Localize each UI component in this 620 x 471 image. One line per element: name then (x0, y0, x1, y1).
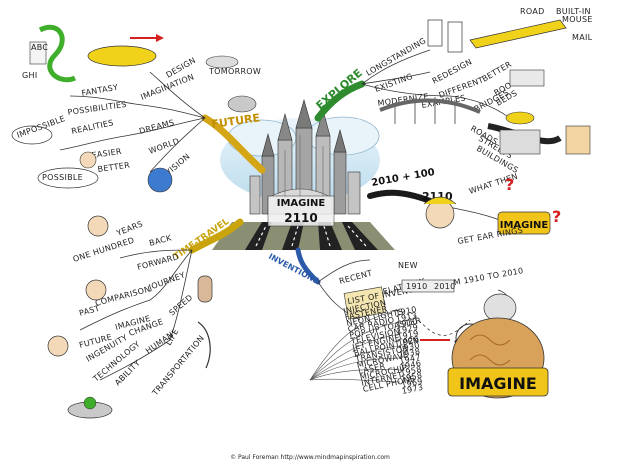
word-possibilities: POSSIBILITIES (67, 100, 127, 117)
face-drawing (79, 151, 97, 169)
invention-year: 1938 (398, 347, 421, 360)
bottom-imagine: IMAGINE (459, 374, 537, 393)
invention-year: 1910 (396, 317, 419, 330)
flying-car-drawing (87, 45, 157, 67)
invention-year: 1947 (399, 353, 422, 366)
label-mouse: MOUSE (562, 15, 593, 24)
what-then-imagine: IMAGINE (500, 220, 549, 231)
author-credit: © Paul Foreman http://www.mindmapinspira… (230, 454, 390, 461)
center-title: IMAGINE (277, 198, 326, 209)
word-fantasy: FANTASY (81, 83, 119, 98)
buildings-drawing (499, 129, 541, 155)
word-existing: EXISTING (374, 72, 414, 94)
sign-tomorrow: TOMORROW (208, 67, 261, 76)
question-mark-drawing: ? (505, 175, 514, 194)
range-end: 2010 (434, 282, 456, 291)
word-years: YEARS (114, 219, 144, 238)
invention-year: 1946 (399, 359, 422, 372)
pencil-drawing (469, 19, 567, 49)
central-city-image (212, 98, 395, 250)
label-mail: MAIL (572, 33, 593, 42)
question-mark-2-drawing: ? (552, 207, 561, 226)
what-then-caption: GET EAR RINGS (457, 226, 524, 246)
sign-abc: ABC (31, 43, 48, 52)
boy-face-drawing (85, 279, 107, 301)
invention-year: 1973 (401, 383, 424, 396)
bridge-drawing (379, 98, 481, 114)
word-better: BETTER (97, 161, 131, 174)
watch-drawing (197, 275, 213, 303)
word-possible: POSSIBLE (42, 173, 83, 182)
door-drawing (427, 19, 443, 47)
what-then-branch: 2010 + 100 2110 WHAT THEN ? ? IMAGINE GE… (371, 167, 562, 246)
word-life: LIFE (164, 327, 181, 347)
house-drawing (565, 125, 591, 155)
invention-year: 1958 (400, 365, 423, 378)
word-journey: JOURNEY (147, 270, 187, 292)
abc-board-drawing (29, 41, 47, 65)
word-forward: FORWARD (136, 252, 180, 272)
word-realities: REALITIES (71, 118, 115, 136)
invention-year: 1926 (397, 335, 420, 348)
word-speed: SPEED (168, 293, 195, 318)
branch-future-line (201, 114, 266, 174)
invention-year: 1969 (401, 377, 424, 390)
branch-time-travel-line (188, 218, 244, 254)
label-road: ROAD (520, 7, 545, 16)
imagine-sign (497, 211, 551, 235)
invention-year: 1930 (398, 341, 421, 354)
invention-year: 1910 (395, 305, 418, 318)
word-new: NEW (398, 261, 418, 270)
globe-drawing (147, 167, 173, 193)
green-snake-drawing (38, 24, 77, 83)
word-easier: EASIER (91, 147, 122, 160)
center-year: 2110 (284, 211, 317, 225)
invention-year: 1929 (396, 323, 419, 336)
tower-top-drawing (205, 55, 239, 69)
word-longstanding: LONGSTANDING (365, 36, 428, 78)
arm-drawing (197, 321, 211, 369)
date-range-box (401, 279, 455, 293)
word-dreams: DREAMS (138, 118, 175, 136)
fridge-drawing (447, 21, 463, 53)
invention-year: 1958 (400, 371, 423, 384)
word-recent: RECENT (338, 268, 373, 285)
imagine-bottom-sign (447, 367, 549, 397)
word-one-hundred: ONE HUNDRED (72, 236, 136, 264)
sign-ghi: GHI (22, 71, 37, 80)
invention-year: 1919 (397, 329, 420, 342)
child-face-drawing (47, 335, 69, 357)
range-start: 1910 (406, 282, 428, 291)
inventions-title: INVENTIONS (267, 252, 321, 286)
robot-car-drawing (227, 95, 257, 113)
word-world: WORLD (148, 137, 181, 156)
branch-explore-line (314, 80, 366, 122)
label-built-in: BUILT-IN (556, 7, 591, 16)
face-with-earrings-drawing (425, 199, 455, 229)
what-then-dates: 2010 + 100 (371, 167, 436, 189)
bed-drawing (509, 69, 545, 87)
yellow-car-drawing (505, 111, 535, 125)
inventions-list-box (343, 286, 387, 320)
imagine-brain-group: 2110 IMAGINE (420, 289, 549, 399)
branch-inventions-line (295, 247, 321, 285)
old-man-drawing (87, 215, 109, 237)
word-back: BACK (148, 233, 173, 248)
